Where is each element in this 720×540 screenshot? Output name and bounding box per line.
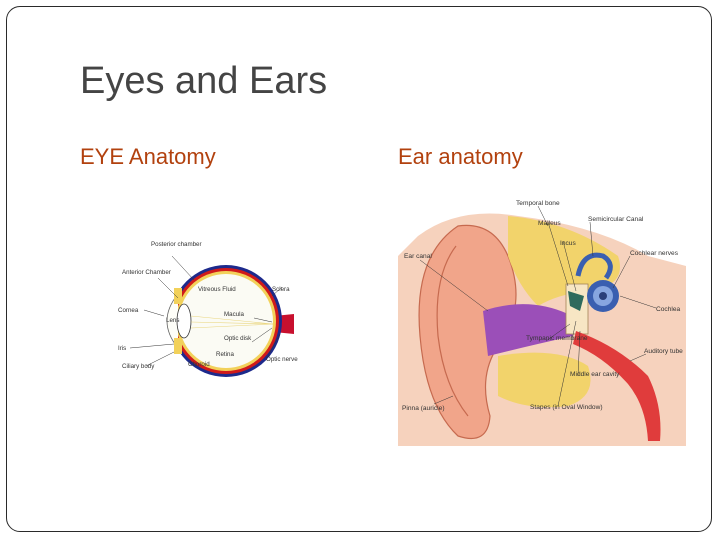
temporal-bone-shape (508, 216, 620, 306)
ear-anatomy-heading: Ear anatomy (398, 144, 523, 169)
label-sclera: Sclera (272, 286, 290, 293)
label-pinna: Pinna (auricle) (402, 405, 445, 412)
ossicles-shape (568, 291, 584, 311)
slide-title: Eyes and Ears (80, 60, 328, 102)
label-malleus: Malleus (538, 220, 561, 227)
label-posterior-chamber: Posterior chamber (151, 241, 202, 248)
label-choroid: Choroid (188, 361, 210, 368)
eye-anatomy-diagram: Posterior chamber Anterior Chamber Corne… (116, 236, 316, 386)
label-vitreous-fluid: Vitreous Fluid (198, 286, 236, 293)
label-ciliary-body: Ciliary body (122, 363, 155, 370)
label-ear-canal: Ear canal (404, 253, 432, 260)
ciliary-lower-shape (174, 338, 182, 354)
label-retina: Retina (216, 351, 234, 358)
label-temporal-bone: Temporal bone (516, 200, 560, 207)
label-optic-disk: Optic disk (224, 335, 252, 342)
label-semicircular-canal: Semicircular Canal (588, 216, 644, 223)
label-middle-ear-cavity: Middle ear cavity (570, 371, 620, 378)
auditory-tube-shape (573, 331, 661, 441)
ear-anatomy-diagram: Temporal bone Malleus Semicircular Canal… (398, 196, 686, 446)
label-cornea: Cornea (118, 307, 139, 314)
label-cochlea: Cochlea (656, 306, 681, 313)
lens-shape (176, 303, 192, 339)
vitreous-shape (179, 274, 273, 368)
label-iris: Iris (118, 345, 126, 352)
label-incus: Incus (560, 240, 576, 247)
label-cochlear-nerves: Cochlear nerves (630, 250, 679, 257)
ear-canal-shape (483, 304, 573, 356)
label-optic-nerve: Optic nerve (266, 356, 298, 363)
label-stapes: Stapes (in Oval Window) (530, 404, 603, 411)
label-anterior-chamber: Anterior Chamber (122, 269, 171, 276)
label-auditory-tube: Auditory tube (644, 348, 683, 355)
ciliary-upper-shape (174, 288, 182, 304)
label-tympanic-membrane: Tympanic membrane (526, 335, 588, 342)
eye-anatomy-heading: EYE Anatomy (80, 144, 216, 169)
label-lens: Lens (166, 317, 179, 324)
label-macula: Macula (224, 311, 245, 318)
